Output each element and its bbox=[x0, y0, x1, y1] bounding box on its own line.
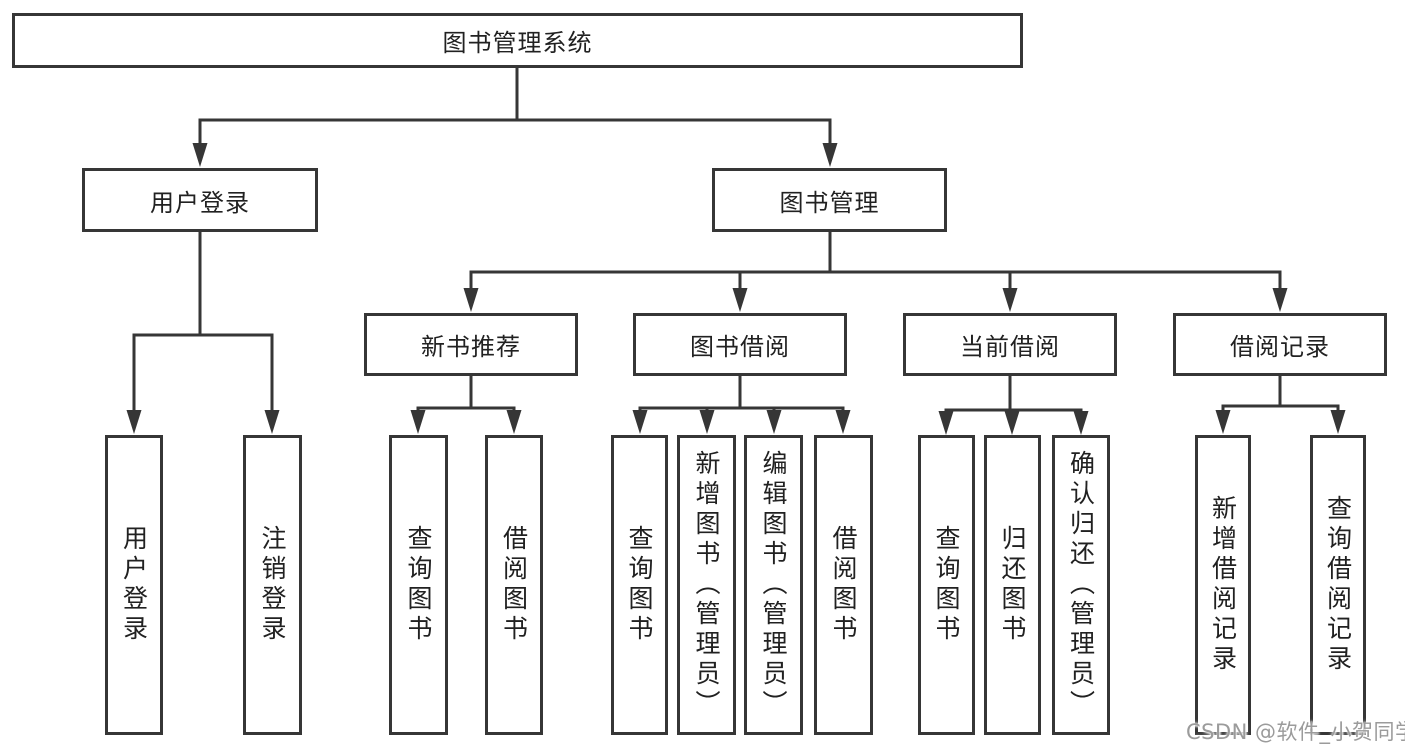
node-book-borrowing: 图书借阅 bbox=[633, 313, 847, 376]
node-label: 图书借阅 bbox=[690, 333, 790, 361]
arrowhead-icon bbox=[264, 410, 280, 434]
node-library-management-system: 图书管理系统 bbox=[12, 13, 1023, 68]
node-label: 图书管理系统 bbox=[442, 29, 593, 57]
node-label: 借阅记录 bbox=[1230, 333, 1330, 361]
leaf-query-books-recommend: 查询图书 bbox=[389, 435, 448, 735]
leaf-logout: 注销登录 bbox=[243, 435, 302, 735]
connector-borrowing-to-leaves bbox=[632, 374, 851, 434]
node-current-borrowing: 当前借阅 bbox=[903, 313, 1117, 376]
leaf-add-borrow-record: 新增借阅记录 bbox=[1195, 435, 1251, 735]
leaf-edit-book-admin: 编辑图书（管理员） bbox=[744, 435, 803, 735]
connector-records-to-leaves bbox=[1215, 374, 1346, 434]
node-borrowing-records: 借阅记录 bbox=[1173, 313, 1387, 376]
arrowhead-icon bbox=[1272, 288, 1288, 312]
connector-root-to-level2 bbox=[192, 66, 838, 167]
leaf-query-books-current: 查询图书 bbox=[918, 435, 975, 735]
leaf-borrow-books-recommend: 借阅图书 bbox=[485, 435, 543, 735]
arrowhead-icon bbox=[835, 410, 851, 434]
arrowhead-icon bbox=[1073, 411, 1089, 435]
connector-recommend-to-leaves bbox=[410, 374, 522, 434]
node-book-management: 图书管理 bbox=[712, 168, 947, 232]
leaf-label: 借阅图书 bbox=[499, 525, 529, 645]
arrowhead-icon bbox=[1002, 288, 1018, 312]
leaf-label: 编辑图书（管理员） bbox=[759, 450, 788, 720]
leaf-add-book-admin: 新增图书（管理员） bbox=[677, 435, 736, 735]
arrowhead-icon bbox=[822, 143, 838, 167]
arrowhead-icon bbox=[463, 288, 479, 312]
leaf-label: 注销登录 bbox=[258, 525, 287, 645]
leaf-label: 确认归还（管理员） bbox=[1066, 450, 1096, 720]
leaf-borrow-books-borrowing: 借阅图书 bbox=[814, 435, 873, 735]
arrowhead-icon bbox=[410, 410, 426, 434]
leaf-query-books-borrowing: 查询图书 bbox=[611, 435, 668, 735]
arrowhead-icon bbox=[699, 410, 715, 434]
connector-current-to-leaves bbox=[938, 374, 1089, 435]
node-label: 用户登录 bbox=[150, 188, 250, 217]
arrowhead-icon bbox=[766, 410, 782, 434]
node-label: 图书管理 bbox=[779, 188, 880, 217]
leaf-confirm-return-admin: 确认归还（管理员） bbox=[1052, 435, 1110, 735]
leaf-label: 查询借阅记录 bbox=[1323, 495, 1353, 675]
arrowhead-icon bbox=[1330, 410, 1346, 434]
node-label: 新书推荐 bbox=[421, 333, 521, 361]
arrowhead-icon bbox=[632, 410, 648, 434]
leaf-label: 借阅图书 bbox=[829, 525, 858, 645]
node-label: 当前借阅 bbox=[960, 333, 1060, 361]
arrowhead-icon bbox=[1004, 411, 1020, 435]
arrowhead-icon bbox=[938, 411, 954, 435]
leaf-return-book: 归还图书 bbox=[984, 435, 1041, 735]
node-new-book-recommendation: 新书推荐 bbox=[364, 313, 578, 376]
node-user-login: 用户登录 bbox=[82, 168, 318, 232]
arrowhead-icon bbox=[732, 288, 748, 312]
connector-userlogin-to-leaves bbox=[126, 230, 280, 434]
leaf-label: 查询图书 bbox=[404, 525, 433, 645]
arrowhead-icon bbox=[192, 143, 208, 167]
arrowhead-icon bbox=[1215, 410, 1231, 434]
leaf-label: 查询图书 bbox=[932, 525, 961, 645]
leaf-label: 用户登录 bbox=[119, 525, 149, 645]
leaf-user-login: 用户登录 bbox=[105, 435, 163, 735]
leaf-query-borrow-record: 查询借阅记录 bbox=[1310, 435, 1366, 735]
connector-bookmgmt-to-level3 bbox=[463, 230, 1288, 312]
leaf-label: 新增借阅记录 bbox=[1208, 495, 1238, 675]
arrowhead-icon bbox=[506, 410, 522, 434]
csdn-watermark: CSDN @软件_小贺同学 bbox=[1186, 720, 1405, 744]
leaf-label: 新增图书（管理员） bbox=[692, 450, 721, 720]
leaf-label: 查询图书 bbox=[625, 525, 654, 645]
arrowhead-icon bbox=[126, 410, 142, 434]
leaf-label: 归还图书 bbox=[998, 525, 1027, 645]
